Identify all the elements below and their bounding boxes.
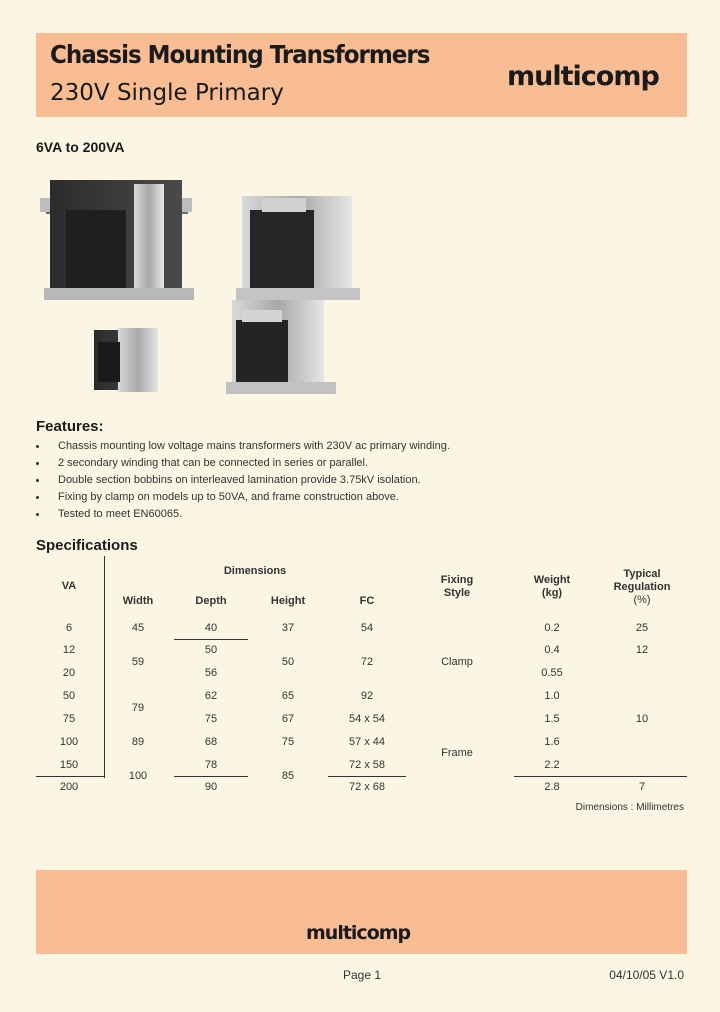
height-cell: 37 <box>281 622 295 634</box>
height-cell: 50 <box>281 656 295 668</box>
weight-cell: 1.0 <box>544 690 560 702</box>
va-cell: 150 <box>59 759 79 771</box>
header-typical: Typical <box>623 568 661 580</box>
depth-cell: 68 <box>204 736 218 748</box>
weight-cell: 1.6 <box>544 736 560 748</box>
header-band: Chassis Mounting Transformers 230V Singl… <box>36 33 687 117</box>
footer-logo-text: multicomp <box>306 922 411 944</box>
depth-cell: 56 <box>204 667 218 679</box>
fc-cell: 57 x 44 <box>348 736 386 748</box>
va-cell: 6 <box>65 622 73 634</box>
header-fixing: Fixing <box>440 574 474 586</box>
width-cell: 100 <box>128 770 148 782</box>
weight-cell: 0.2 <box>544 622 560 634</box>
regulation-cell: 25 <box>635 622 649 634</box>
list-item: Chassis mounting low voltage mains trans… <box>36 438 450 455</box>
header-va: VA <box>61 580 77 592</box>
document-version: 04/10/05 V1.0 <box>609 968 684 982</box>
va-cell: 200 <box>59 781 79 793</box>
depth-cell: 90 <box>204 781 218 793</box>
page-subtitle: 230V Single Primary <box>50 80 284 106</box>
specifications-table: VA Dimensions Width Depth Height FC Fixi… <box>36 556 687 816</box>
header-weight-unit: (kg) <box>541 587 563 599</box>
footer-band: multicomp <box>36 870 687 954</box>
weight-cell: 0.55 <box>541 667 563 679</box>
logo-text: multicomp <box>507 61 660 92</box>
header-width: Width <box>122 595 154 607</box>
table-rule <box>36 776 104 777</box>
list-item: Double section bobbins on interleaved la… <box>36 472 450 489</box>
table-rule <box>174 776 248 777</box>
header-regulation-unit: (%) <box>633 594 651 606</box>
va-cell: 12 <box>62 644 76 656</box>
fc-cell: 72 <box>360 656 374 668</box>
header-fc: FC <box>359 595 375 607</box>
fixing-cell: Frame <box>441 747 473 759</box>
table-rule <box>514 776 687 777</box>
table-rule <box>174 639 248 640</box>
weight-cell: 0.4 <box>544 644 560 656</box>
regulation-cell: 7 <box>638 781 646 793</box>
va-cell: 50 <box>62 690 76 702</box>
va-cell: 100 <box>59 736 79 748</box>
table-rule <box>328 776 406 777</box>
features-list: Chassis mounting low voltage mains trans… <box>36 438 450 523</box>
fixing-cell: Clamp <box>441 656 473 668</box>
weight-cell: 2.8 <box>544 781 560 793</box>
height-cell: 75 <box>281 736 295 748</box>
list-item: 2 secondary winding that can be connecte… <box>36 455 450 472</box>
width-cell: 59 <box>131 656 145 668</box>
fc-cell: 72 x 68 <box>348 781 386 793</box>
va-cell: 75 <box>62 713 76 725</box>
transformer-small-clamp <box>94 328 158 392</box>
header-regulation: Regulation <box>613 581 671 593</box>
header-height: Height <box>270 595 306 607</box>
units-note: Dimensions : Millimetres <box>575 802 684 813</box>
specifications-heading: Specifications <box>36 537 138 554</box>
height-cell: 67 <box>281 713 295 725</box>
header-dimensions: Dimensions <box>223 565 287 577</box>
list-item: Tested to meet EN60065. <box>36 506 450 523</box>
fc-cell: 54 <box>360 622 374 634</box>
depth-cell: 75 <box>204 713 218 725</box>
width-cell: 79 <box>131 702 145 714</box>
depth-cell: 50 <box>204 644 218 656</box>
page-number: Page 1 <box>343 968 382 982</box>
features-heading: Features: <box>36 418 104 435</box>
header-fixing-style: Style <box>443 587 471 599</box>
depth-cell: 78 <box>204 759 218 771</box>
width-cell: 45 <box>131 622 145 634</box>
header-weight: Weight <box>533 574 571 586</box>
transformer-large-clamp <box>40 180 194 300</box>
table-divider-vertical <box>104 556 105 778</box>
height-cell: 65 <box>281 690 295 702</box>
page-title: Chassis Mounting Transformers <box>50 40 430 69</box>
brand-logo: multicomp <box>507 61 660 92</box>
height-cell: 85 <box>281 770 295 782</box>
fc-cell: 54 x 54 <box>348 713 386 725</box>
header-depth: Depth <box>195 595 227 607</box>
list-item: Fixing by clamp on models up to 50VA, an… <box>36 489 450 506</box>
fc-cell: 72 x 58 <box>348 759 386 771</box>
transformer-frame-large <box>236 196 360 300</box>
fc-cell: 92 <box>360 690 374 702</box>
depth-cell: 40 <box>204 622 218 634</box>
footer-logo: multicomp <box>306 922 411 944</box>
regulation-cell: 12 <box>635 644 649 656</box>
product-photo <box>40 180 360 394</box>
power-range-heading: 6VA to 200VA <box>36 139 125 155</box>
weight-cell: 2.2 <box>544 759 560 771</box>
width-cell: 89 <box>131 736 145 748</box>
transformer-frame-small <box>226 300 336 394</box>
regulation-cell: 10 <box>635 713 649 725</box>
weight-cell: 1.5 <box>544 713 560 725</box>
va-cell: 20 <box>62 667 76 679</box>
depth-cell: 62 <box>204 690 218 702</box>
